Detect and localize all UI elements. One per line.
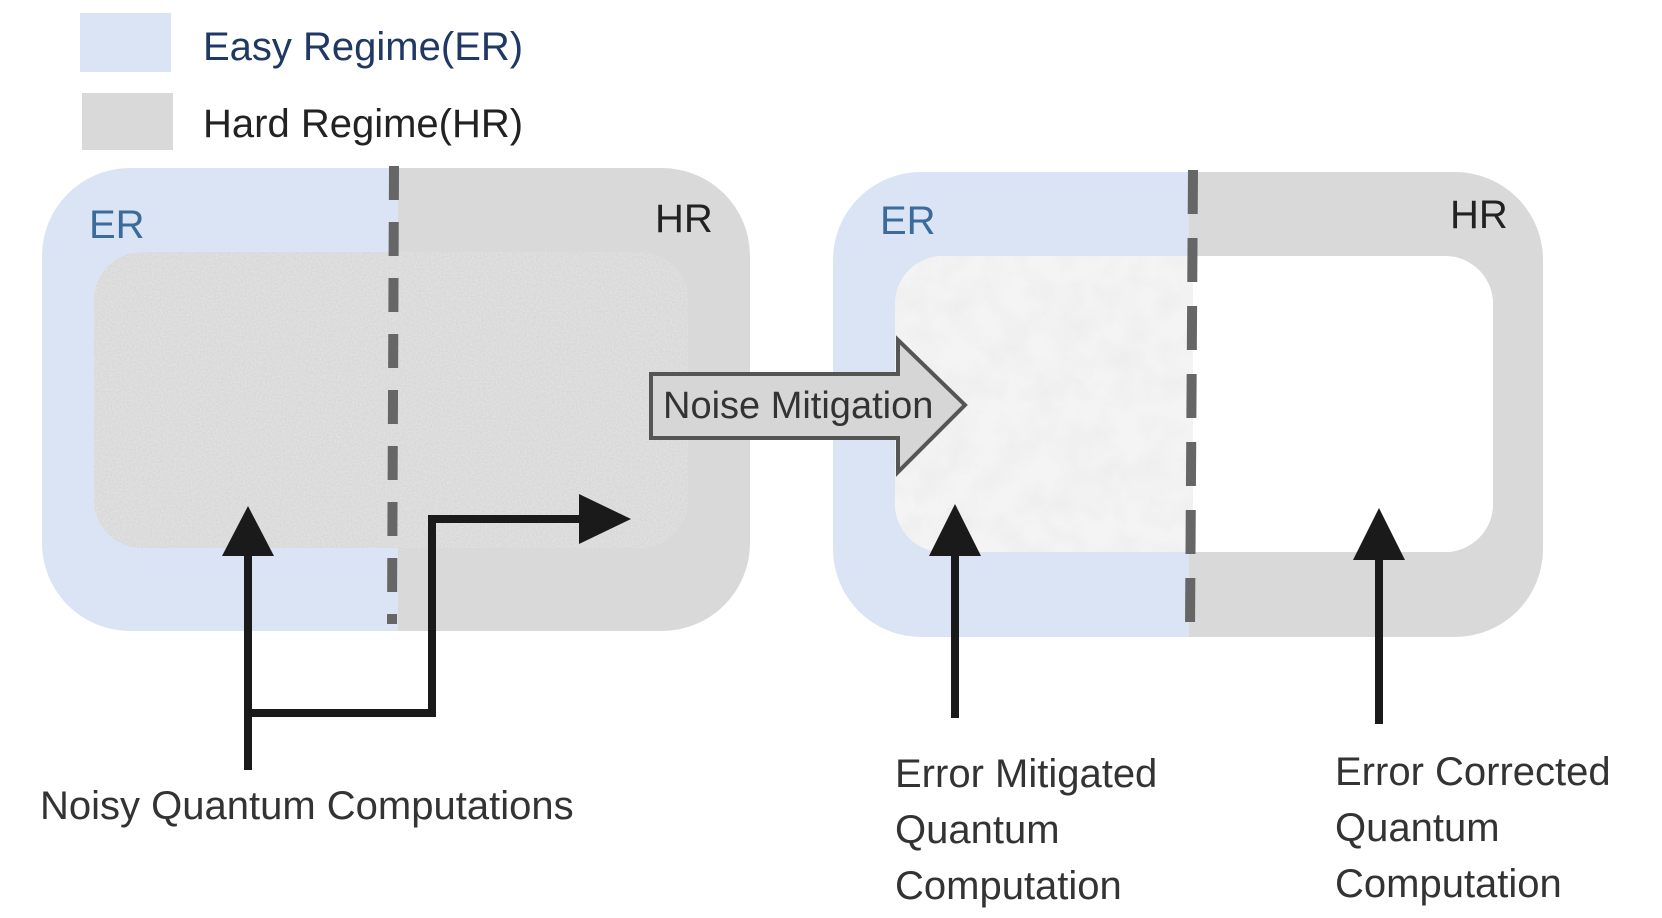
caption-mitigated-line3: Computation (895, 864, 1122, 908)
panel-improved-regime-divider (1185, 169, 1198, 629)
noise-mitigation-label: Noise Mitigation (663, 385, 933, 427)
panel-noisy-er-label: ER (89, 203, 145, 247)
caption-mitigated-line1: Error Mitigated (895, 752, 1157, 796)
caption-corrected-line1: Error Corrected (1335, 750, 1611, 794)
corrected-computation-area (1193, 256, 1493, 552)
mitigated-arrowhead (929, 504, 981, 556)
caption-corrected-line2: Quantum (1335, 806, 1500, 850)
legend: Easy Regime(ER) Hard Regime(HR) (80, 13, 523, 150)
panel-noisy-regime-divider (387, 165, 399, 625)
panel-noisy-hr-label: HR (655, 197, 713, 241)
pointer-arrows (222, 494, 1405, 770)
caption-mitigated-line2: Quantum (895, 808, 1060, 852)
noisy-er-arrowhead (222, 506, 274, 556)
caption-corrected-line3: Computation (1335, 862, 1562, 906)
captions: Noisy Quantum Computations Error Mitigat… (40, 750, 1611, 908)
legend-swatch-easy (80, 13, 171, 72)
panel-improved-hr-label: HR (1450, 193, 1508, 237)
panel-noisy: ER HR (42, 165, 750, 631)
noisy-hr-arrowhead (579, 494, 631, 544)
corrected-arrowhead (1353, 508, 1405, 560)
legend-swatch-hard (82, 93, 173, 150)
noisy-hr-pointer-line (248, 515, 584, 717)
panel-improved-er-label: ER (880, 199, 936, 243)
noise-mitigation-arrow: Noise Mitigation (649, 335, 968, 477)
legend-label-hard: Hard Regime(HR) (203, 102, 523, 146)
caption-noisy: Noisy Quantum Computations (40, 784, 574, 828)
legend-label-easy: Easy Regime(ER) (203, 25, 523, 69)
